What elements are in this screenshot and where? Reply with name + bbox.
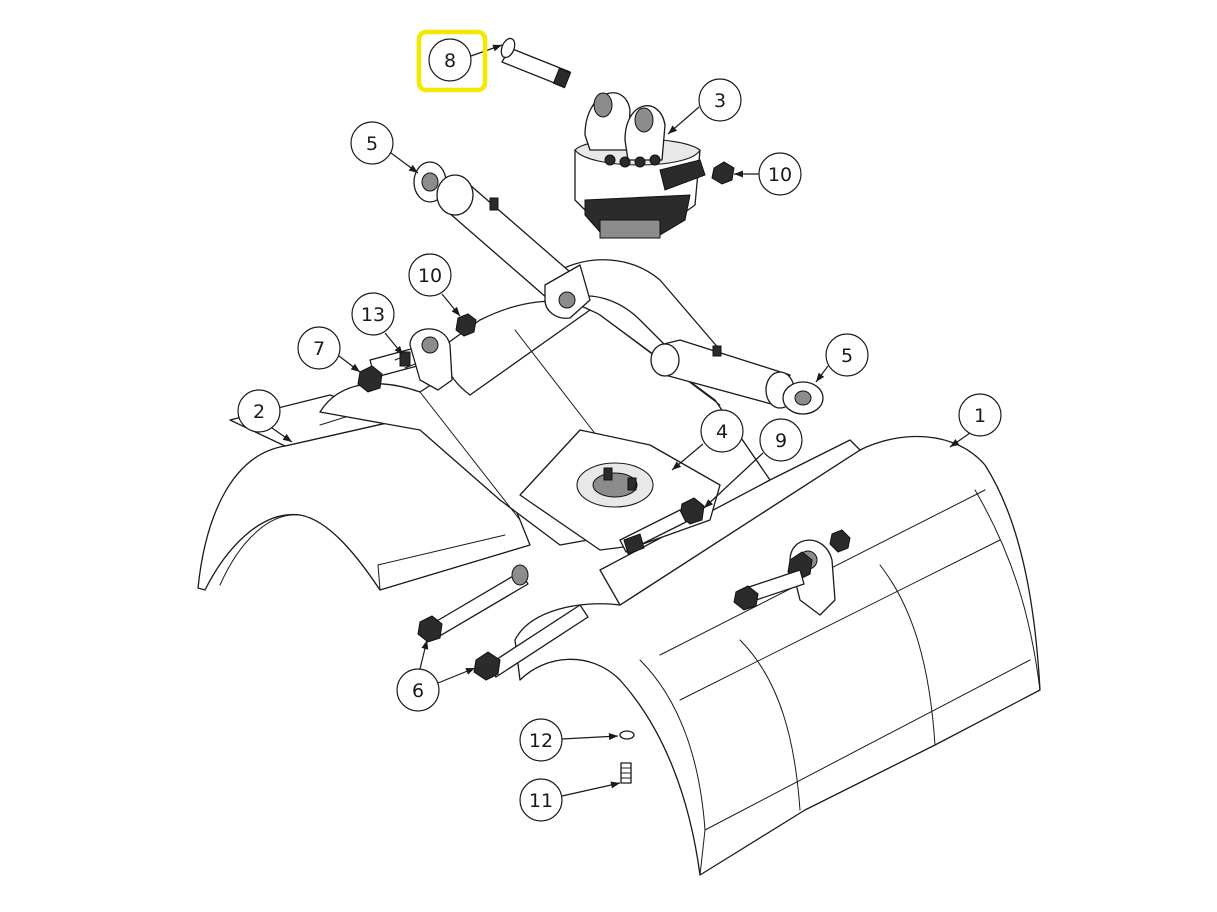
callout-bubble <box>350 121 394 165</box>
callout-number: 7 <box>313 338 325 360</box>
leader-line <box>703 452 764 509</box>
callout-bubble <box>825 333 869 377</box>
callout-bubble <box>351 292 395 336</box>
callout-bubble <box>700 409 744 453</box>
highlight-box <box>416 29 488 93</box>
leader-arrow <box>734 170 743 178</box>
callout-4: 4 <box>671 409 744 471</box>
callout-bubble <box>519 718 563 762</box>
callout-bubble <box>297 326 341 370</box>
callout-3: 3 <box>667 78 742 135</box>
callout-number: 6 <box>412 680 424 702</box>
leader-arrow <box>408 164 418 173</box>
leader-arrow <box>704 499 713 508</box>
lug-right <box>733 529 851 616</box>
leader-line <box>561 782 621 797</box>
callout-bubble <box>759 418 803 462</box>
callout-5: 5 <box>350 121 419 174</box>
callout-number: 10 <box>418 265 442 287</box>
callout-number: 5 <box>841 345 853 367</box>
leader-line <box>561 735 619 740</box>
bolt-9 <box>619 497 705 555</box>
callout-11: 11 <box>519 778 621 822</box>
callout-layer: 8 3 10 5 10 13 7 5 2 1 4 9 6 12 11 <box>237 38 1002 822</box>
callout-6: 6 <box>396 639 476 712</box>
callout-bubble <box>237 389 281 433</box>
lug-left <box>409 328 453 391</box>
right-grab-shell <box>514 435 1041 876</box>
cylinder-right <box>650 339 824 415</box>
leader-arrow <box>672 461 682 470</box>
callout-10: 10 <box>734 152 802 196</box>
callout-bubble <box>958 393 1002 437</box>
leader-arrow <box>421 640 429 650</box>
callout-2: 2 <box>237 389 293 443</box>
callout-1: 1 <box>949 393 1002 448</box>
callout-number: 4 <box>716 421 728 443</box>
cylinder-upper <box>413 161 591 319</box>
callout-bubble <box>698 78 742 122</box>
callout-number: 11 <box>529 790 553 812</box>
bolt-6-front <box>417 564 589 681</box>
callout-9: 9 <box>703 418 803 509</box>
leader-arrow <box>608 732 618 740</box>
callout-12: 12 <box>519 718 619 762</box>
callout-number: 12 <box>529 730 553 752</box>
callout-number: 3 <box>714 90 726 112</box>
callout-5: 5 <box>815 333 869 383</box>
grease-nipple-13 <box>399 351 411 367</box>
callout-number: 10 <box>768 164 792 186</box>
leader-arrow <box>816 372 825 382</box>
leader-arrow <box>492 44 502 52</box>
pin-8 <box>500 37 572 89</box>
rotator <box>574 92 706 239</box>
leader-arrow <box>350 363 360 372</box>
callout-13: 13 <box>351 292 404 356</box>
washer-12 <box>619 730 635 740</box>
screw-11 <box>620 762 632 784</box>
callout-number: 2 <box>253 401 265 423</box>
callout-8: 8 <box>428 38 503 82</box>
callout-number: 1 <box>974 405 986 427</box>
leader-arrow <box>610 781 620 789</box>
nut-10-upper-right <box>711 161 735 185</box>
leader-arrow <box>282 433 292 442</box>
callout-number: 8 <box>444 50 456 72</box>
leader-arrow <box>668 125 678 134</box>
callout-bubble <box>396 668 440 712</box>
leader-arrow <box>465 668 475 675</box>
callout-7: 7 <box>297 326 361 373</box>
callout-bubble <box>758 152 802 196</box>
leader-arrow <box>950 438 960 447</box>
nut-10-upper <box>455 313 477 337</box>
leader-arrow <box>451 306 460 316</box>
callout-number: 13 <box>361 304 385 326</box>
callout-number: 5 <box>366 133 378 155</box>
callout-bubble <box>519 778 563 822</box>
callout-bubble <box>408 253 452 297</box>
leader-arrow <box>394 345 403 355</box>
callout-10: 10 <box>408 253 461 317</box>
callout-bubble <box>428 38 472 82</box>
callout-number: 9 <box>775 430 787 452</box>
